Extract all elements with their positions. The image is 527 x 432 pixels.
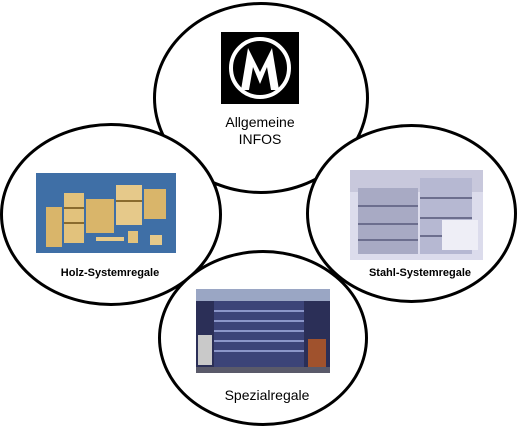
steel-shelving-image[interactable] bbox=[350, 170, 483, 260]
wooden-shelving-image[interactable] bbox=[36, 173, 176, 253]
steel-shelving-label[interactable]: Stahl-Systemregale bbox=[368, 267, 472, 279]
general-info-label[interactable]: Allgemeine INFOS bbox=[205, 114, 315, 148]
general-info-line2: INFOS bbox=[238, 131, 282, 147]
general-info-line1: Allgemeine bbox=[225, 114, 295, 130]
wood-shelving-label[interactable]: Holz-Systemregale bbox=[60, 267, 160, 279]
special-shelving-label[interactable]: Spezialregale bbox=[224, 387, 310, 403]
m-logo-icon[interactable] bbox=[221, 32, 299, 104]
special-racks-image[interactable] bbox=[196, 289, 330, 373]
